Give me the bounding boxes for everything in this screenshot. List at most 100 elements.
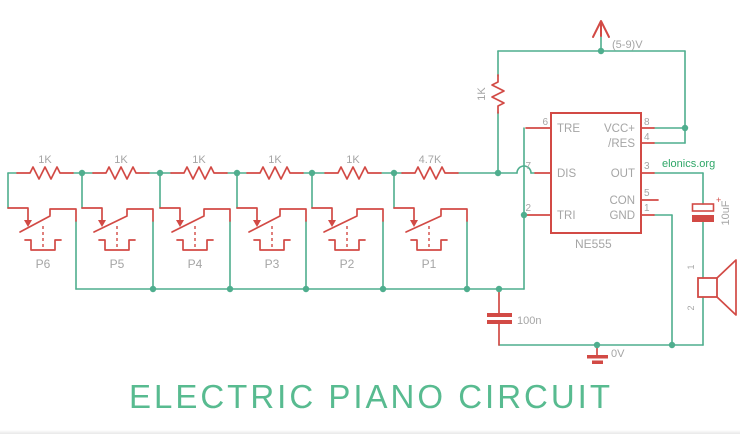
- wire-hop: [516, 165, 532, 174]
- speaker-body: [697, 277, 718, 298]
- resistor-chain: 1K 1K 1K 1K 1K 4.7K: [16, 154, 459, 180]
- pin-number-3: 3: [644, 161, 650, 172]
- button-actuator-bracket: [328, 239, 366, 251]
- button-label: P4: [188, 257, 203, 271]
- button-actuator-bracket: [24, 239, 62, 251]
- junction-dot: [78, 169, 86, 177]
- button-lead-right: [356, 208, 384, 222]
- button-actuator-bracket: [410, 239, 448, 251]
- resistor-value-label: 4.7K: [419, 154, 442, 166]
- button-blade: [19, 215, 51, 233]
- push-button-p1: P1: [393, 207, 468, 271]
- button-label: P3: [265, 257, 280, 271]
- button-actuator-bracket: [253, 239, 291, 251]
- button-blade: [248, 215, 281, 233]
- vcc-supply-symbol: (5-9)V: [592, 20, 643, 51]
- resistor-value-label: 1K: [268, 154, 282, 166]
- junction-dot: [668, 341, 676, 349]
- junction-dot: [156, 169, 164, 177]
- junction-dot: [597, 47, 605, 55]
- cap-value-label: 10uF: [720, 200, 732, 225]
- button-contact-arrow: [24, 220, 32, 227]
- resistor-zigzag: [92, 166, 150, 180]
- ne555-ic: NE555 6 TRE 7 DIS 2 TRI 8 VCC+ 4 /RES 3 …: [525, 112, 650, 251]
- junction-dot: [495, 285, 503, 293]
- supply-arrow-head: [592, 20, 610, 38]
- resistor-r2: 1K: [92, 154, 150, 180]
- cap-plate-positive: [691, 203, 715, 212]
- button-lead-left: [7, 207, 29, 222]
- push-button-p3: P3: [236, 207, 307, 271]
- button-label: P5: [110, 257, 125, 271]
- supply-voltage-label: (5-9)V: [612, 39, 643, 51]
- page-title: ELECTRIC PIANO CIRCUIT: [129, 378, 613, 415]
- junction-dot: [302, 285, 310, 293]
- resistor-zigzag: [324, 166, 382, 180]
- resistor-value-label: 1K: [192, 154, 206, 166]
- junction-dot: [149, 285, 157, 293]
- cap-polarity-mark: +: [716, 195, 721, 205]
- ground-bar-narrow: [592, 360, 603, 364]
- resistor-zigzag: [246, 166, 304, 180]
- pin-number-4: 4: [644, 132, 650, 143]
- cap-value-label: 100n: [517, 315, 541, 327]
- resistor-value-label: 1K: [38, 154, 52, 166]
- button-lead-right: [49, 208, 77, 222]
- button-contact-arrow: [176, 220, 184, 227]
- resistor-r3: 1K: [170, 154, 228, 180]
- button-lead-right: [440, 208, 468, 222]
- pin-name-dis: DIS: [557, 168, 577, 180]
- pin-name-con: CON: [609, 195, 635, 207]
- button-lead-right: [279, 208, 307, 222]
- capacitor-10uf: + 10uF: [691, 195, 732, 226]
- button-label: P6: [36, 257, 51, 271]
- junction-dot: [593, 341, 601, 349]
- speaker: 1 2: [686, 259, 737, 316]
- button-contact-arrow: [328, 220, 336, 227]
- page-edge-shadow: [0, 430, 740, 434]
- component-pin-stubs: [525, 127, 659, 216]
- pin-name-gnd: GND: [609, 210, 635, 222]
- ic-name-label: NE555: [575, 237, 612, 251]
- watermark-text: elonics.org: [662, 158, 715, 170]
- resistor-zigzag: [16, 166, 74, 180]
- push-button-p2: P2: [311, 207, 384, 271]
- speaker-horn: [716, 259, 737, 316]
- pin-name-out: OUT: [611, 168, 635, 180]
- resistor-zigzag: [491, 74, 505, 114]
- ground-symbol: 0V: [587, 344, 625, 364]
- button-contact-arrow: [410, 220, 418, 227]
- resistor-r1: 1K: [16, 154, 74, 180]
- ground-bar-wide: [587, 355, 608, 359]
- resistor-zigzag: [170, 166, 228, 180]
- pin-name-res: /RES: [608, 138, 635, 150]
- pin-number-5: 5: [644, 188, 650, 199]
- pin-name-tri: TRI: [557, 210, 576, 222]
- button-lead-left: [311, 207, 333, 222]
- pin-number-8: 8: [644, 117, 650, 128]
- pin-name-tre: TRE: [557, 123, 580, 135]
- pin-name-vcc: VCC+: [604, 123, 635, 135]
- button-blade: [93, 215, 128, 233]
- button-label: P2: [340, 257, 355, 271]
- ic-body: [550, 112, 642, 234]
- piano-key-buttons: P6 P5 P4 P3 P2 P1: [7, 207, 468, 271]
- button-blade: [405, 215, 442, 233]
- cap-plate-bottom: [487, 320, 512, 324]
- resistor-r4: 1K: [246, 154, 304, 180]
- junction-dot: [233, 169, 241, 177]
- junction-dot: [226, 285, 234, 293]
- button-lead-left: [81, 207, 103, 222]
- speaker-pin-1-label: 1: [686, 264, 696, 269]
- pin-number-7: 7: [525, 161, 531, 172]
- capacitor-100n: 100n: [487, 288, 541, 346]
- pin-number-1: 1: [644, 203, 650, 214]
- resistor-r5: 1K: [324, 154, 382, 180]
- resistor-timing-1k: 1K: [476, 74, 505, 114]
- junction-dot: [390, 169, 398, 177]
- junction-dot: [308, 169, 316, 177]
- button-lead-right: [126, 208, 154, 222]
- pin-number-6: 6: [542, 117, 548, 128]
- button-lead-left: [393, 207, 415, 222]
- button-lead-left: [236, 207, 258, 222]
